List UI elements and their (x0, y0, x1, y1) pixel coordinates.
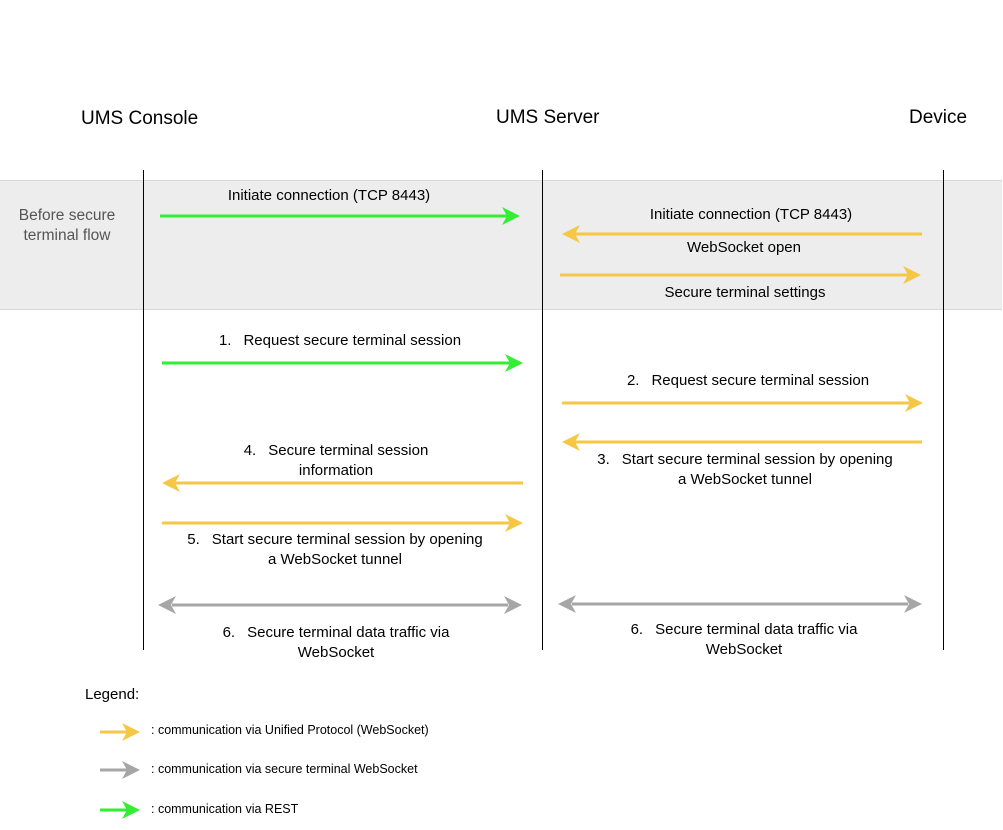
arrow-pre-console-to-server (160, 207, 520, 225)
label-step2: 2. Request secure terminal session (588, 371, 908, 391)
arrow-step3 (562, 433, 922, 451)
server-lifeline (542, 170, 543, 650)
arrow-step2 (562, 394, 923, 412)
label-step3: 3. Start secure terminal session by openi… (570, 450, 920, 490)
label-pre-device-to-server: Initiate connection (TCP 8443) (649, 206, 853, 223)
label-pre-settings: Secure terminal settings (664, 284, 826, 301)
step6-left-number: 6. (222, 624, 236, 641)
step6-right-line1: Secure terminal data traffic via (655, 621, 858, 638)
label-pre-console-to-server: Initiate connection (TCP 8443) (227, 187, 431, 204)
legend-title: Legend: (85, 686, 140, 703)
label-step6-left: 6. Secure terminal data traffic via WebSo… (186, 623, 486, 663)
label-step4: 4. Secure terminal session information (206, 441, 466, 481)
label-pre-websocket-open: WebSocket open (687, 239, 801, 256)
legend-item-rest: : communication via REST (151, 802, 299, 816)
arrow-step4 (162, 474, 523, 492)
step4-line1: Secure terminal session (268, 442, 429, 459)
console-lifeline (143, 170, 144, 650)
arrow-pre-device-to-server (562, 225, 922, 243)
actor-ums-console: UMS Console (81, 108, 199, 129)
step5-line2: a WebSocket tunnel (268, 551, 402, 568)
label-step6-right: 6. Secure terminal data traffic via WebSo… (594, 620, 894, 660)
arrow-step1 (162, 354, 523, 372)
step3-line2: a WebSocket tunnel (678, 471, 812, 488)
step3-line1: Start secure terminal session by opening (621, 451, 893, 468)
step6-left-line2: WebSocket (297, 644, 375, 661)
label-step1: 1. Request secure terminal session (180, 331, 500, 351)
label-step5: 5. Start secure terminal session by openi… (160, 530, 510, 570)
step6-left-line1: Secure terminal data traffic via (247, 624, 450, 641)
legend-item-unified: : communication via Unified Protocol (We… (151, 723, 429, 737)
legend-arrow-rest (100, 801, 140, 819)
step4-number: 4. (243, 442, 257, 459)
step1-text: Request secure terminal session (243, 332, 462, 349)
actor-device: Device (909, 107, 968, 128)
before-flow-band (0, 180, 1002, 310)
device-lifeline (943, 170, 944, 650)
legend-item-secure-ws: : communication via secure terminal WebS… (151, 762, 418, 776)
step3-number: 3. (597, 451, 610, 468)
step4-line2: information (298, 462, 374, 479)
step2-number: 2. (626, 372, 640, 389)
step6-right-number: 6. (630, 621, 644, 638)
arrow-step5 (162, 514, 523, 532)
legend-arrow-unified (100, 723, 140, 741)
arrow-step6-right (558, 595, 922, 613)
legend-arrow-secure-ws (100, 761, 140, 779)
before-flow-label: Before secure terminal flow (18, 207, 116, 244)
step5-number: 5. (187, 531, 200, 548)
step6-right-line2: WebSocket (705, 641, 783, 658)
step5-line1: Start secure terminal session by opening (211, 531, 483, 548)
step2-text: Request secure terminal session (651, 372, 870, 389)
arrow-pre-settings (560, 266, 921, 284)
actor-ums-server: UMS Server (496, 107, 600, 128)
step1-number: 1. (218, 332, 232, 349)
arrow-step6-left (158, 596, 522, 614)
